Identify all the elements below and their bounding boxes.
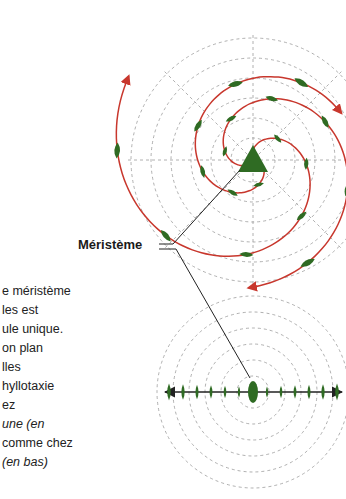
meristem-triangle [238, 145, 268, 172]
leaf [299, 256, 316, 269]
caption-fragment: une (en [2, 416, 44, 432]
caption-fragment: (en bas) [2, 454, 48, 470]
leaf [225, 114, 238, 123]
dashed-circle [173, 312, 333, 472]
leaf [159, 228, 173, 243]
leaf [239, 252, 253, 258]
leaf [294, 385, 297, 398]
caption-fragment: e méristème [2, 283, 71, 299]
leaf [320, 114, 331, 129]
dashed-grid [157, 296, 346, 488]
spiral-arrow [116, 76, 310, 256]
caption-fragment: hyllotaxie [2, 378, 54, 394]
caption-fragment: les est [2, 302, 38, 318]
leaf [167, 384, 171, 401]
leaf [335, 384, 339, 401]
caption-fragment: comme chez [2, 435, 73, 451]
dashed-circle [157, 296, 346, 488]
meristem-ellipse [248, 381, 258, 403]
caption-fragment: ez [2, 397, 15, 413]
leaf [253, 181, 264, 187]
leaf-primordia [114, 76, 346, 269]
leaf [321, 384, 324, 400]
leaf [273, 133, 283, 144]
leaf [226, 188, 238, 198]
spiral-arrow [223, 99, 346, 288]
dashed-radius [128, 160, 346, 161]
leaf [181, 384, 184, 400]
meristem-label: Méristème [78, 237, 142, 253]
leaf [266, 386, 268, 397]
leader-line [159, 170, 240, 244]
leaf [195, 385, 198, 400]
spiral-arrow [195, 77, 341, 193]
leaf [343, 181, 346, 197]
caption-fragment: lles [2, 359, 21, 375]
leaf [221, 146, 228, 158]
leaf [228, 80, 244, 89]
leaf [307, 385, 310, 400]
leaf [114, 142, 121, 158]
leaf [293, 76, 310, 89]
dashed-radius [165, 72, 342, 249]
leaf [304, 158, 309, 170]
leaf [238, 386, 240, 397]
leaf [295, 210, 308, 222]
caption-fragment: ule unique. [2, 321, 63, 337]
dashed-grid [128, 35, 346, 285]
spiral-arrows [116, 76, 346, 288]
leaf [265, 95, 279, 103]
leaf [192, 118, 204, 133]
leaf [280, 386, 283, 398]
leaf [224, 386, 227, 398]
leader-line [159, 249, 250, 378]
leaf [210, 385, 213, 398]
caption-fragment: on plan [2, 340, 43, 356]
leaf [199, 165, 206, 179]
